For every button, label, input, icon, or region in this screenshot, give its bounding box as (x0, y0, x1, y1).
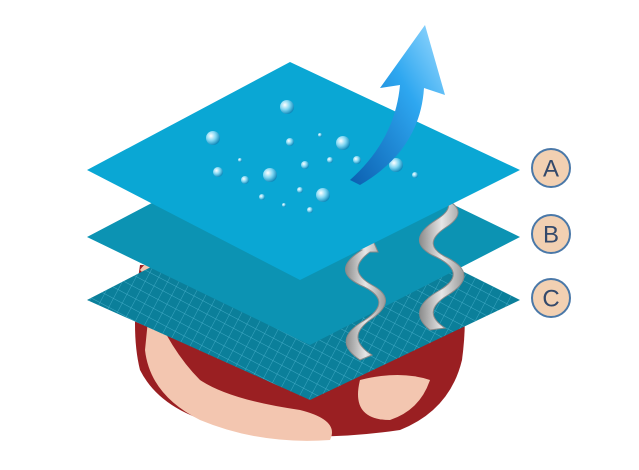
label-a-text: A (543, 156, 559, 183)
label-badge-a: A (531, 148, 571, 188)
label-c-text: C (542, 286, 559, 313)
label-badge-b: B (531, 214, 571, 254)
label-b-text: B (543, 222, 559, 249)
layer-a (87, 62, 520, 280)
water-droplets (206, 100, 418, 213)
label-badge-c: C (531, 278, 571, 318)
breathable-arrow-icon (350, 25, 445, 185)
